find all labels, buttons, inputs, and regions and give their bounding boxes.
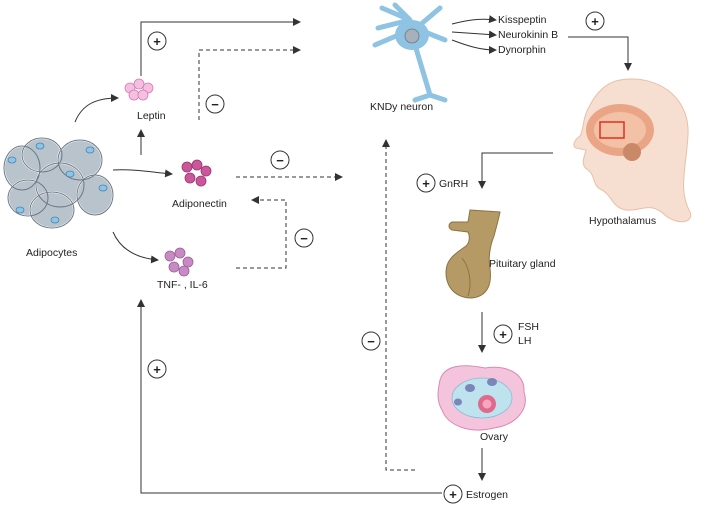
tnf-to-adiponectin-dashed-arrow — [236, 196, 287, 269]
kisspeptin-label: Kisspeptin — [498, 14, 547, 26]
adiponectin-illustration — [181, 159, 212, 187]
neurokinin-b-label: Neurokinin B — [498, 29, 558, 41]
svg-text:−: − — [367, 334, 375, 349]
adipocytes-to-leptin-arrow — [74, 94, 119, 123]
hypothalamus-label: Hypothalamus — [589, 215, 656, 227]
fsh-label: FSH — [518, 321, 539, 333]
plus-sign-adipocyte-loop: + — [147, 359, 167, 379]
neurokinin-b-arrow — [451, 30, 497, 39]
pituitary-gland-illustration — [445, 209, 501, 299]
kndy-neuron-illustration — [372, 2, 448, 103]
adiponectin-label: Adiponectin — [172, 198, 227, 210]
svg-text:+: + — [153, 34, 161, 49]
tnf-il6-label: TNF- , IL-6 — [157, 279, 208, 291]
pituitary-gland-label: Pituitary gland — [489, 258, 556, 270]
ovary-illustration — [437, 365, 526, 431]
svg-text:+: + — [422, 176, 430, 191]
hypothalamus-to-gnrh-arrow — [478, 152, 553, 189]
dynorphin-label: Dynorphin — [498, 44, 546, 56]
minus-sign-adiponectin-right: − — [270, 150, 290, 170]
leptin-illustration — [124, 78, 154, 101]
estrogen-to-tnf-arrow — [137, 299, 442, 494]
svg-text:+: + — [591, 14, 599, 29]
head-illustration — [573, 78, 692, 223]
svg-text:+: + — [449, 487, 457, 502]
adipocytes-to-adiponectin-arrow — [112, 169, 173, 178]
kisspeptin-arrow — [451, 15, 497, 25]
adipocytes-illustration — [3, 137, 114, 229]
leptin-label: Leptin — [137, 110, 166, 122]
ovary-label: Ovary — [480, 431, 509, 443]
plus-sign-gnrh: + — [416, 173, 436, 193]
svg-text:+: + — [499, 327, 507, 342]
dashed-to-kndy-arrow — [198, 46, 301, 120]
leptin-to-kndy-arrow — [140, 18, 301, 76]
minus-sign-estrogen: − — [361, 331, 381, 351]
estrogen-label: Estrogen — [466, 489, 508, 501]
plus-sign-kndy: + — [585, 11, 605, 31]
dynorphin-arrow — [451, 39, 497, 54]
plus-sign-fsh-lh: + — [493, 324, 513, 344]
svg-text:+: + — [153, 362, 161, 377]
adipocytes-label: Adipocytes — [26, 247, 77, 259]
plus-sign-leptin: + — [147, 31, 167, 51]
gnrh-label: GnRH — [439, 178, 468, 190]
kndy-to-hypothalamus-arrow — [568, 36, 632, 71]
svg-text:−: − — [211, 97, 219, 112]
estrogen-dashed-to-kndy-arrow — [382, 139, 415, 471]
svg-text:−: − — [300, 231, 308, 246]
tnf-il6-illustration — [164, 247, 194, 277]
svg-text:−: − — [276, 153, 284, 168]
lh-label: LH — [518, 335, 531, 347]
minus-sign-adiponectin-top: − — [205, 94, 225, 114]
minus-sign-tnf: − — [294, 228, 314, 248]
adipocytes-to-tnf-arrow — [112, 231, 159, 264]
kndy-neuron-label: KNDy neuron — [370, 101, 433, 113]
plus-sign-estrogen: + — [443, 484, 463, 504]
